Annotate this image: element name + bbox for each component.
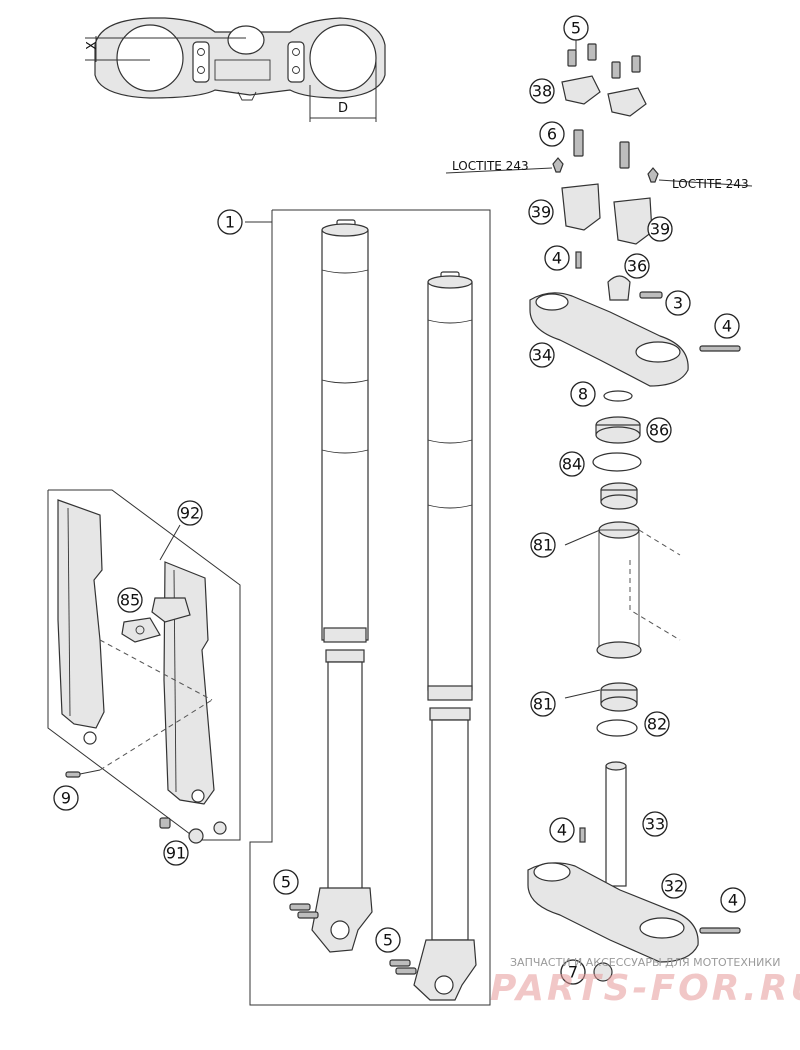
svg-text:81: 81: [533, 695, 553, 714]
callout-85: 85: [117, 587, 143, 613]
callout-36: 36: [624, 253, 650, 279]
svg-text:4: 4: [728, 891, 738, 910]
svg-text:7: 7: [568, 963, 578, 982]
callout-91: 91: [163, 840, 189, 866]
watermark-caption: ЗАПЧАСТИ И АКСЕССУАРЫ ДЛЯ МОТОТЕХНИКИ: [510, 956, 780, 969]
callout-32: 32: [661, 873, 687, 899]
svg-text:39: 39: [650, 220, 670, 239]
callout-81-upper: 81: [530, 532, 556, 558]
svg-text:1: 1: [225, 213, 235, 232]
callout-33: 33: [642, 811, 668, 837]
svg-text:9: 9: [61, 789, 71, 808]
callout-38: 38: [529, 78, 555, 104]
svg-text:36: 36: [627, 257, 647, 276]
callout-86: 86: [646, 417, 672, 443]
svg-text:4: 4: [557, 821, 567, 840]
callout-81-lower: 81: [530, 691, 556, 717]
svg-text:85: 85: [120, 591, 140, 610]
callout-5-right-leg: 5: [375, 927, 401, 953]
triple-clamp-top-34: [529, 251, 741, 387]
callout-4-top-left: 4: [544, 245, 570, 271]
svg-text:33: 33: [645, 815, 665, 834]
callout-84: 84: [559, 451, 585, 477]
callout-34: 34: [529, 342, 555, 368]
callout-7: 7: [560, 959, 586, 985]
callout-39-left: 39: [528, 199, 554, 225]
svg-text:5: 5: [383, 931, 393, 950]
clamp-bolts-5-top: [567, 40, 641, 79]
svg-text:82: 82: [647, 715, 667, 734]
callout-4-bottom-left: 4: [549, 817, 575, 843]
callout-4-top-right: 4: [714, 313, 740, 339]
svg-text:32: 32: [664, 877, 684, 896]
svg-text:3: 3: [673, 294, 683, 313]
loctite-label-right: LOCTITE 243: [672, 177, 749, 191]
callout-1: 1: [217, 209, 243, 235]
callout-82: 82: [644, 711, 670, 737]
clamp-bolts-6: [445, 129, 753, 187]
callout-39-right: 39: [647, 216, 673, 242]
callout-4-bottom-right: 4: [720, 887, 746, 913]
svg-text:84: 84: [562, 455, 582, 474]
handlebar-clamps-39: [561, 183, 653, 245]
svg-text:5: 5: [281, 873, 291, 892]
svg-text:4: 4: [552, 249, 562, 268]
loctite-label-left: LOCTITE 243: [452, 159, 529, 173]
dimension-d-label: D: [338, 101, 348, 116]
svg-text:86: 86: [649, 421, 669, 440]
callout-5-left-leg: 5: [273, 869, 299, 895]
fork-guard-set: [47, 489, 241, 844]
svg-text:81: 81: [533, 536, 553, 555]
left-fork-leg: [289, 219, 373, 953]
right-fork-leg: [389, 271, 477, 1001]
svg-text:8: 8: [578, 385, 588, 404]
svg-text:5: 5: [571, 19, 581, 38]
triple-clamp-bottom-32: [527, 761, 741, 982]
svg-text:6: 6: [547, 125, 557, 144]
top-clamp-dimension-view: X D: [85, 17, 386, 122]
handlebar-clamps-38: [561, 75, 647, 117]
watermark-brand: PARTS-FOR.RU: [490, 968, 800, 1009]
svg-text:92: 92: [180, 504, 200, 523]
dimension-x-label: X: [85, 41, 100, 50]
steering-bearing-stack: [564, 390, 681, 737]
svg-text:4: 4: [722, 317, 732, 336]
callout-3: 3: [665, 290, 691, 316]
svg-text:38: 38: [532, 82, 552, 101]
callout-5-top: 5: [563, 15, 589, 41]
callout-92: 92: [177, 500, 203, 526]
fork-assembly: [245, 209, 491, 1006]
svg-text:34: 34: [532, 346, 552, 365]
svg-text:91: 91: [166, 844, 186, 863]
callout-8: 8: [570, 381, 596, 407]
svg-text:39: 39: [531, 203, 551, 222]
callout-9: 9: [53, 785, 79, 811]
callout-6: 6: [539, 121, 565, 147]
